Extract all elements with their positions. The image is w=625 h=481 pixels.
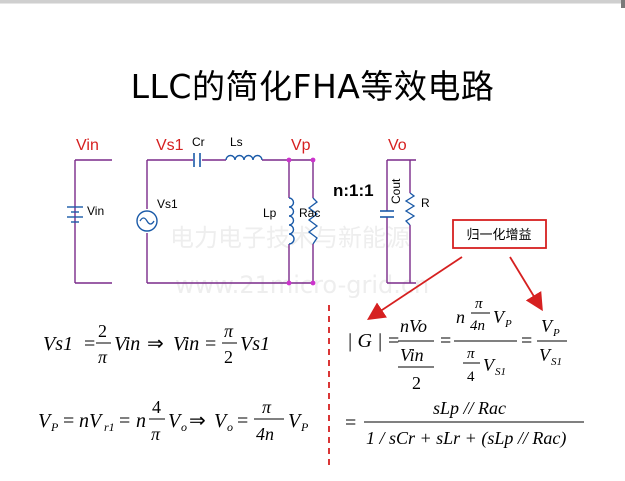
svg-text:V: V <box>38 410 53 432</box>
node-label-vs1: Vs1 <box>156 137 184 154</box>
output-wires <box>386 159 416 284</box>
svg-text:sLp // Rac: sLp // Rac <box>433 398 506 418</box>
capacitor-cout-icon <box>380 210 394 218</box>
svg-text:=: = <box>237 410 248 432</box>
svg-text:V: V <box>214 410 229 432</box>
normalized-gain-label: 归一化增益 <box>466 228 531 243</box>
svg-text:nV: nV <box>79 410 104 432</box>
svg-text:4n: 4n <box>470 318 485 334</box>
watermark-line1: 电力电子技术与新能源 <box>170 224 410 252</box>
node-dot-vp-right <box>310 157 316 163</box>
watermark-line2: www.21micro-grid.cn <box>175 271 429 299</box>
node-label-vin: Vin <box>76 137 99 154</box>
resistor-rac-icon <box>307 197 319 245</box>
svg-text:Vin: Vin <box>400 345 424 365</box>
svg-text:S1: S1 <box>551 356 562 368</box>
svg-text:o: o <box>227 420 233 434</box>
svg-text:=: = <box>440 330 451 352</box>
svg-text:π: π <box>262 397 272 417</box>
svg-text:Vin: Vin <box>173 333 199 355</box>
svg-text:⇒: ⇒ <box>147 333 164 355</box>
inductor-ls-icon <box>225 154 263 161</box>
svg-text:=: = <box>63 410 74 432</box>
corner-mark <box>621 0 625 8</box>
vin-source-label: Vin <box>87 204 104 218</box>
equation-vp: V P = nV r1 = n 4 π V o ⇒ V o = π 4n V P <box>38 397 309 444</box>
node-label-vp: Vp <box>291 137 311 154</box>
svg-text:4: 4 <box>152 397 161 417</box>
svg-text:V: V <box>483 355 496 375</box>
svg-text:π: π <box>151 424 161 444</box>
top-rule-shadow <box>0 3 625 4</box>
svg-text:Vs1: Vs1 <box>43 333 73 355</box>
capacitor-cr-icon <box>193 153 201 167</box>
svg-text:n: n <box>456 307 465 327</box>
equation-gain-impedance: = sLp // Rac 1 / sCr + sLr + (sLp // Rac… <box>345 398 584 449</box>
svg-text:r1: r1 <box>104 420 115 434</box>
svg-text:V: V <box>288 410 303 432</box>
equation-gain: | G | = nVo Vin 2 = n π 4n V P π 4 V S1 … <box>347 296 567 393</box>
svg-text:2: 2 <box>412 373 421 393</box>
node-dot-bottom-left <box>286 280 292 286</box>
turns-ratio: n:1:1 <box>333 181 374 200</box>
svg-text:π: π <box>467 346 475 362</box>
svg-text:P: P <box>552 327 560 339</box>
vin-branch <box>74 159 112 284</box>
top-rule <box>0 0 625 3</box>
svg-text:π: π <box>98 347 108 367</box>
svg-text:=: = <box>388 330 399 352</box>
svg-text:⇒: ⇒ <box>189 410 206 432</box>
resistor-r-icon <box>404 192 416 226</box>
ac-source-icon <box>136 210 158 232</box>
arrow-left <box>366 256 463 320</box>
svg-text:Vs1: Vs1 <box>240 333 270 355</box>
svg-text:1 / sCr + sLr + (sLp // Rac): 1 / sCr + sLr + (sLp // Rac) <box>366 428 566 449</box>
node-dot-vp-left <box>286 157 292 163</box>
svg-text:V: V <box>493 307 506 327</box>
svg-text:2: 2 <box>98 321 107 341</box>
cr-label: Cr <box>192 135 205 149</box>
svg-text:Vin: Vin <box>114 333 140 355</box>
ls-label: Ls <box>230 135 243 149</box>
svg-text:n: n <box>136 410 146 432</box>
svg-text:o: o <box>181 420 187 434</box>
svg-text:=: = <box>84 333 95 355</box>
svg-text:=: = <box>345 412 356 434</box>
svg-text:V: V <box>541 316 554 336</box>
svg-text:V: V <box>539 345 552 365</box>
svg-text:S1: S1 <box>495 366 506 378</box>
normalized-gain-box <box>452 219 547 249</box>
slide-title: LLC的简化FHA等效电路 <box>130 67 495 106</box>
svg-text:π: π <box>224 321 234 341</box>
battery-icon <box>67 206 83 223</box>
node-dot-bottom-right <box>310 280 316 286</box>
svg-text:nVo: nVo <box>400 316 427 336</box>
svg-text:4n: 4n <box>256 424 274 444</box>
resonant-tank-wires <box>146 159 314 284</box>
svg-text:| G |: | G | <box>347 330 382 352</box>
svg-text:P: P <box>504 318 512 330</box>
svg-text:=: = <box>521 330 532 352</box>
cout-label: Cout <box>389 178 403 204</box>
svg-text:P: P <box>50 420 59 434</box>
svg-text:=: = <box>205 333 216 355</box>
arrow-right <box>509 256 543 312</box>
svg-text:2: 2 <box>224 347 233 367</box>
svg-text:P: P <box>300 420 309 434</box>
svg-text:4: 4 <box>467 369 475 385</box>
r-label: R <box>421 196 430 210</box>
inductor-lp-icon <box>288 197 295 245</box>
rac-label: Rac <box>299 206 320 220</box>
svg-text:=: = <box>119 410 130 432</box>
equation-vs1: Vs1 = 2 π Vin ⇒ Vin = π 2 Vs1 <box>43 321 270 367</box>
svg-text:π: π <box>475 296 483 312</box>
svg-text:V: V <box>168 410 183 432</box>
node-label-vo: Vo <box>388 137 407 154</box>
vs1-source-label: Vs1 <box>157 197 178 211</box>
lp-label: Lp <box>263 206 277 220</box>
